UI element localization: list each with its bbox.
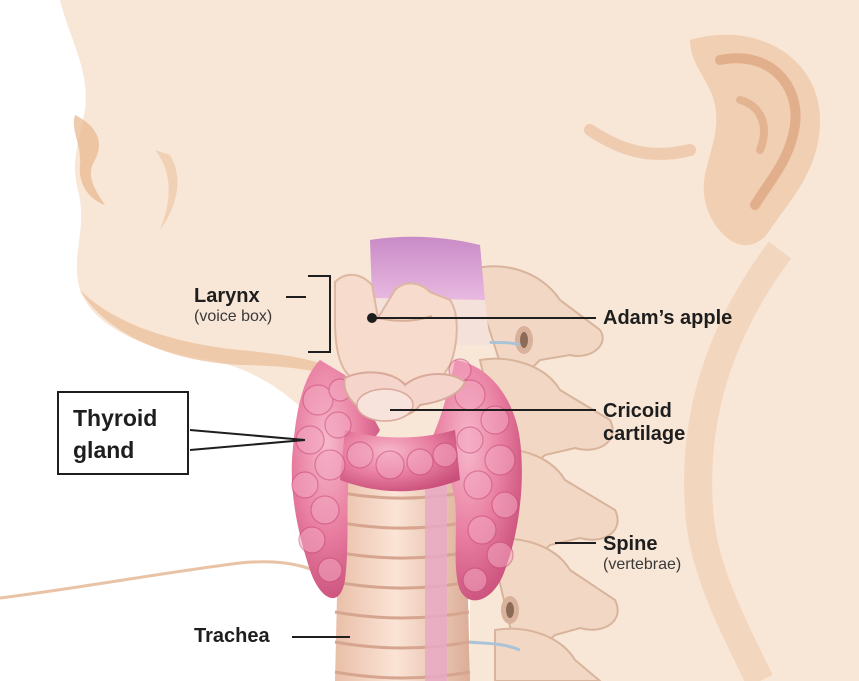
spine-name: Spine	[603, 533, 681, 556]
adams-apple-label: Adam’s apple	[603, 307, 732, 330]
larynx-name: Larynx	[194, 285, 272, 308]
thyroid-label-line2: gland	[73, 437, 134, 464]
spine-label: Spine (vertebrae)	[603, 533, 681, 574]
thyroid-label-line1: Thyroid	[73, 405, 157, 432]
larynx-label: Larynx (voice box)	[194, 285, 272, 326]
thyroid-label-box: Thyroid gland	[57, 391, 189, 475]
trachea	[335, 470, 470, 681]
cricoid-label: Cricoid cartilage	[603, 400, 685, 446]
larynx-note: (voice box)	[194, 308, 272, 326]
cricoid-label-line2: cartilage	[603, 423, 685, 446]
cricoid-label-line1: Cricoid	[603, 400, 685, 423]
trachea-label: Trachea	[194, 625, 270, 648]
spine-note: (vertebrae)	[603, 556, 681, 574]
